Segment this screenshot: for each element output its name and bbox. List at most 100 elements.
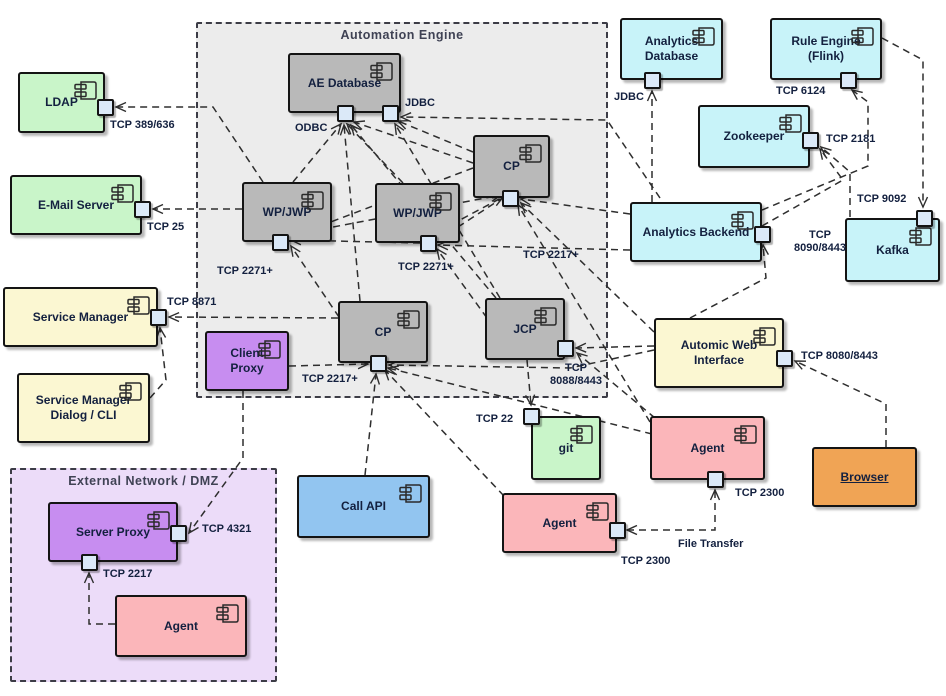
wp-jwp-2-port (420, 235, 437, 252)
arrowhead-icon (709, 488, 721, 501)
component-icon (111, 184, 134, 203)
component-icon (429, 192, 452, 211)
component-icon (216, 604, 239, 623)
awi-port (776, 350, 793, 367)
arrowhead-icon (349, 123, 362, 136)
node-analytics-database: Analytics Database (620, 18, 723, 80)
lbl-tcp-8088-8443: TCP 8088/8443 (550, 362, 602, 388)
node-label-agent-dmz: Agent (164, 618, 198, 633)
ae-db-jdbc-port (382, 105, 399, 122)
connector-edge (384, 369, 505, 497)
component-icon (731, 211, 754, 230)
node-label-jcp: JCP (513, 321, 537, 336)
cp-bottom-port (370, 355, 387, 372)
arrowhead-icon (156, 326, 167, 339)
component-icon (692, 27, 715, 46)
wp-jwp-1-port (272, 234, 289, 251)
node-git: git (531, 416, 601, 480)
node-label-client-proxy: Client Proxy (230, 346, 264, 375)
connector-edge (168, 316, 339, 319)
node-label-server-proxy: Server Proxy (75, 524, 151, 539)
arrowhead-icon (435, 247, 447, 260)
server-proxy-tcp2217-port (81, 554, 98, 571)
node-label-rule-engine: Rule Engine (Flink) (791, 34, 861, 63)
jcp-port (557, 340, 574, 357)
lbl-tcp-9092: TCP 9092 (857, 193, 907, 205)
node-label-agent-mid: Agent (542, 515, 577, 530)
node-wp-jwp-2: WP/JWP (375, 183, 460, 243)
lbl-tcp-2271-2: TCP 2271+ (398, 261, 454, 273)
lbl-tcp-8871: TCP 8871 (167, 296, 217, 308)
node-rule-engine: Rule Engine (Flink) (770, 18, 882, 80)
node-label-automic-web-interface: Automic Web Interface (680, 338, 758, 367)
arrowhead-icon (850, 88, 863, 100)
node-cp-bottom: CP (338, 301, 428, 363)
email-server-port (134, 201, 151, 218)
arrowhead-icon (290, 244, 301, 257)
connector-edge (290, 245, 367, 358)
lbl-tcp-22: TCP 22 (476, 413, 514, 425)
arrowhead-icon (386, 365, 399, 376)
node-agent-dmz: Agent (115, 595, 247, 657)
lbl-tcp-4321: TCP 4321 (202, 523, 252, 535)
node-label-git: git (558, 440, 574, 455)
connector-edge (353, 121, 474, 164)
component-icon (399, 484, 422, 503)
connector-edge (188, 391, 244, 534)
lbl-odbc: ODBC (295, 122, 328, 134)
node-automic-web-interface: Automic Web Interface (654, 318, 784, 388)
ae-db-odbc-port (337, 105, 354, 122)
arrowhead-icon (167, 311, 180, 323)
component-icon (909, 227, 932, 246)
node-label-browser: Browser (840, 469, 889, 484)
connector-edge (520, 202, 655, 333)
connector-edge (364, 373, 377, 476)
arrowhead-icon (625, 524, 638, 536)
connector-edge (388, 349, 655, 369)
container-title-automation-engine: Automation Engine (340, 28, 464, 42)
component-icon (301, 191, 324, 210)
service-manager-port (150, 309, 167, 326)
connector-edge (689, 244, 767, 319)
connector-edge (346, 123, 404, 184)
component-icon (734, 425, 757, 444)
node-label-ldap: LDAP (45, 95, 78, 109)
lbl-tcp-2300-right: TCP 2300 (735, 487, 785, 499)
node-agent-right: Agent (650, 416, 765, 480)
arrowhead-icon (114, 101, 127, 113)
node-email-server: E-Mail Server (10, 175, 142, 235)
component-icon (258, 340, 281, 359)
lbl-tcp-2181: TCP 2181 (826, 133, 876, 145)
node-label-service-manager-dialog: Service Manager Dialog / CLI (35, 393, 132, 422)
arrowhead-icon (83, 571, 95, 584)
arrowhead-icon (369, 372, 381, 385)
node-label-service-manager: Service Manager (32, 309, 129, 324)
agent-right-port (707, 471, 724, 488)
node-client-proxy: Client Proxy (205, 331, 289, 391)
node-zookeeper: Zookeeper (698, 105, 810, 168)
component-icon (851, 27, 874, 46)
zookeeper-port (802, 132, 819, 149)
container-title-dmz: External Network / DMZ (68, 474, 219, 488)
node-agent-mid: Agent (502, 493, 617, 553)
arrowhead-icon (574, 342, 587, 353)
lbl-tcp-2300-mid: TCP 2300 (621, 555, 671, 567)
component-icon (519, 144, 542, 163)
analytics-backend-port (754, 226, 771, 243)
node-label-agent-right: Agent (690, 440, 725, 455)
git-port (523, 408, 540, 425)
node-ldap: LDAP (18, 72, 105, 133)
arrowhead-icon (575, 351, 588, 364)
connector-edge (517, 204, 651, 423)
node-label-zookeeper: Zookeeper (723, 129, 785, 143)
lbl-tcp-2217-top: TCP 2217+ (523, 249, 579, 261)
component-icon (74, 81, 97, 100)
node-label-call-api: Call API (341, 499, 386, 513)
cp-top-port (502, 190, 519, 207)
connector-edge (116, 106, 264, 183)
node-label-ae-database: AE Database (307, 75, 382, 90)
rule-engine-port (840, 72, 857, 89)
lbl-tcp-6124: TCP 6124 (776, 85, 826, 97)
arrowhead-icon (917, 196, 929, 209)
arrowhead-icon (394, 122, 405, 135)
